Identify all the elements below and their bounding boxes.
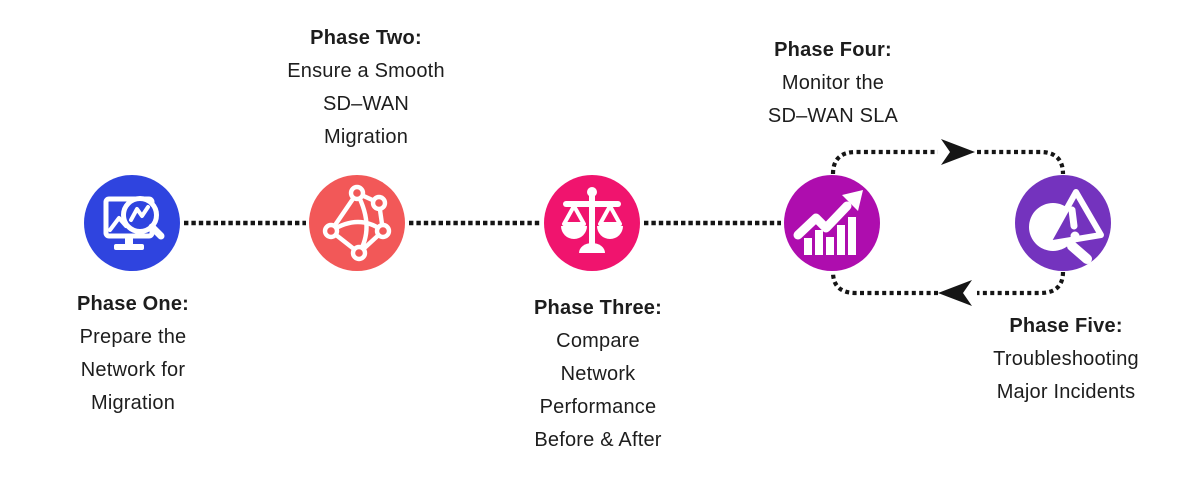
phase-two-line: Migration xyxy=(323,126,409,148)
phase-five-line: Troubleshooting xyxy=(993,348,1139,370)
loop-arrow-left-icon xyxy=(938,280,972,306)
phase-four-line: SD–WAN SLA xyxy=(767,105,899,127)
phase-three-label: Phase Three: Compare Network Performance… xyxy=(478,292,718,457)
phase-four-line: Monitor the xyxy=(781,72,885,94)
phase-two-line: SD–WAN xyxy=(322,93,410,115)
loop-top-left-segment xyxy=(830,149,938,175)
phase-one-label: Phase One: Prepare the Network for Migra… xyxy=(13,288,253,420)
phase-two-node xyxy=(309,175,405,271)
balance-scale-icon xyxy=(544,175,640,271)
phase-three-line: Performance xyxy=(539,396,657,418)
phase-one-title: Phase One: xyxy=(76,293,190,315)
phase-three-node xyxy=(544,175,640,271)
loop-arrow-right-icon xyxy=(941,139,975,165)
phase-three-line: Before & After xyxy=(534,429,662,451)
phase-three-line: Compare xyxy=(556,330,640,352)
phase-two-label: Phase Two: Ensure a Smooth SD–WAN Migrat… xyxy=(246,22,486,154)
network-graph-icon xyxy=(309,175,405,271)
loop-top-right-segment xyxy=(977,149,1066,175)
loop-bottom-left-segment xyxy=(830,271,938,296)
trend-chart-icon xyxy=(784,175,880,271)
alert-search-icon xyxy=(1015,175,1111,271)
phase-one-line: Network for xyxy=(80,359,186,381)
phase-five-title: Phase Five: xyxy=(1009,315,1123,337)
phase-four-title: Phase Four: xyxy=(774,39,892,61)
phase-one-line: Migration xyxy=(90,392,176,414)
phase-two-line: Ensure a Smooth xyxy=(287,60,445,82)
phase-three-line: Network xyxy=(560,363,636,385)
monitor-search-icon xyxy=(84,175,180,271)
phase-four-node xyxy=(784,175,880,271)
phase-one-line: Prepare the xyxy=(79,326,187,348)
phase-five-line: Major Incidents xyxy=(996,381,1136,403)
phase-five-node xyxy=(1015,175,1111,271)
phase-two-title: Phase Two: xyxy=(310,27,422,49)
phase-five-label: Phase Five: Troubleshooting Major Incide… xyxy=(946,310,1186,409)
phase-three-title: Phase Three: xyxy=(533,297,662,319)
loop-bottom-right-segment xyxy=(977,271,1066,296)
phase-four-label: Phase Four: Monitor the SD–WAN SLA xyxy=(713,34,953,133)
phase-one-node xyxy=(84,175,180,271)
